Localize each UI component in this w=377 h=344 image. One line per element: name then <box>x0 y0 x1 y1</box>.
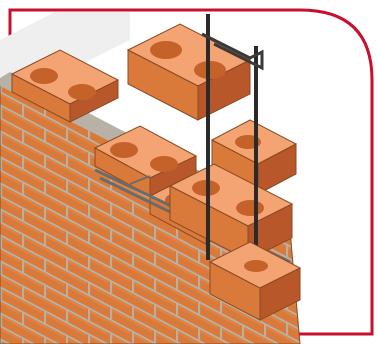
floating-block-top <box>128 24 250 120</box>
